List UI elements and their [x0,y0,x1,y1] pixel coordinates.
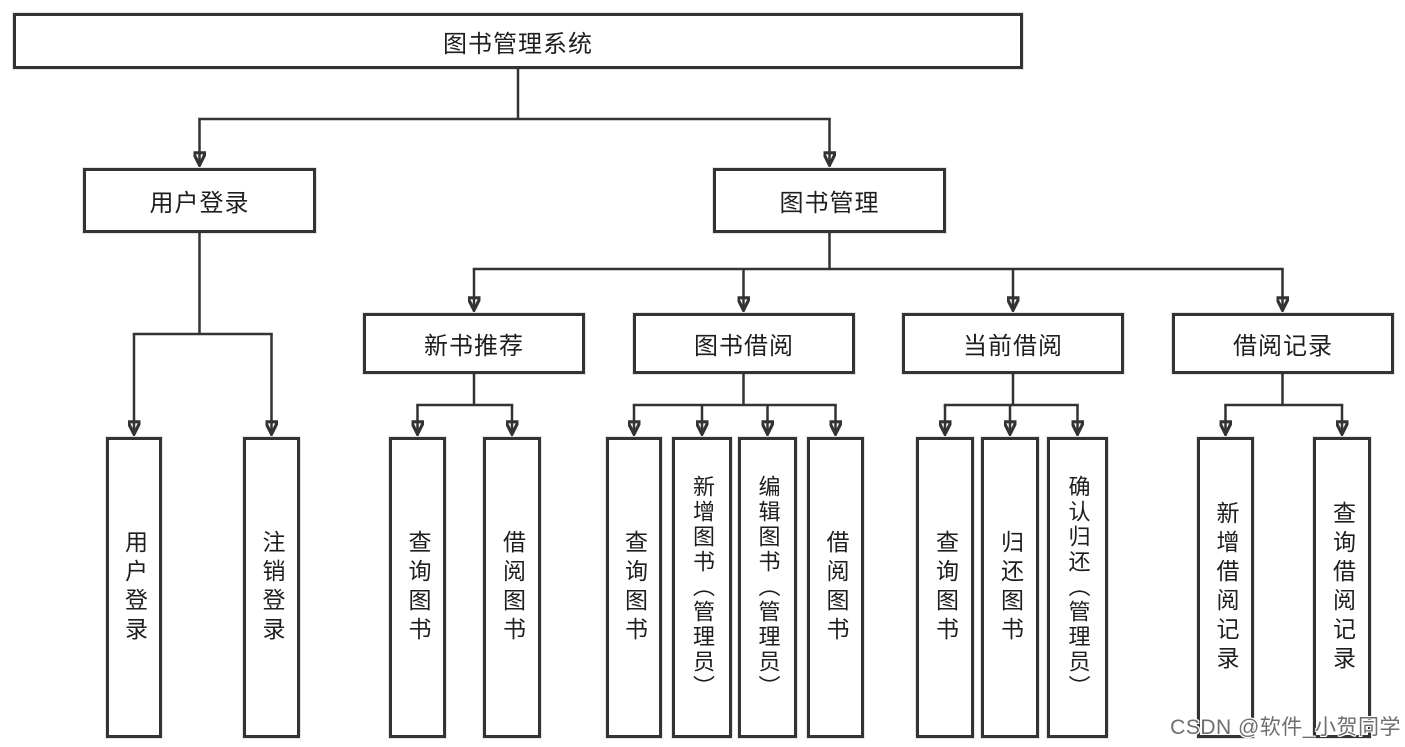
node-root-system: 图书管理系统 [13,13,1023,69]
leaf-user-login: 用户登录 [106,437,162,738]
node-book-management: 图书管理 [713,168,946,233]
node-borrow-records: 借阅记录 [1172,313,1394,374]
leaf-records-add-record: 新增借阅记录 [1197,437,1254,738]
node-current-borrowing: 当前借阅 [902,313,1124,374]
leaf-current-query-books: 查询图书 [916,437,974,738]
leaf-newrec-query-books: 查询图书 [389,437,446,738]
leaf-current-confirm-return-admin: 确认归还（管理员） [1047,437,1108,738]
leaf-current-return-books: 归还图书 [981,437,1039,738]
leaf-borrow-query-books: 查询图书 [606,437,662,738]
node-user-login: 用户登录 [83,168,316,233]
leaf-records-query-record: 查询借阅记录 [1313,437,1371,738]
node-book-borrowing: 图书借阅 [633,313,855,374]
node-new-book-recommend: 新书推荐 [363,313,585,374]
leaf-logout: 注销登录 [243,437,300,738]
leaf-borrow-edit-books-admin: 编辑图书（管理员） [738,437,797,738]
leaf-newrec-borrow-books: 借阅图书 [483,437,541,738]
leaf-borrow-add-books-admin: 新增图书（管理员） [672,437,732,738]
csdn-watermark: CSDN @软件_小贺同学 [1170,716,1401,739]
leaf-borrow-borrow-books: 借阅图书 [807,437,864,738]
